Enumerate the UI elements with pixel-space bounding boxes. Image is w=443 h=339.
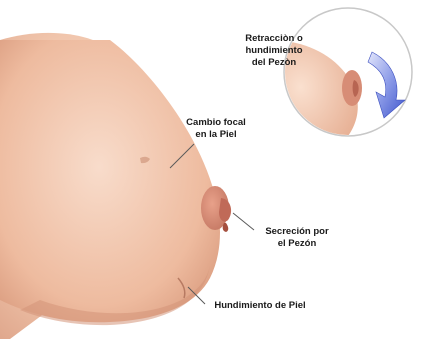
- label-retraction: Retracciòn o hundimiento del Pezòn: [224, 33, 324, 69]
- label-skin-dimpling-line1: Hundimiento de Piel: [200, 300, 320, 312]
- label-retraction-line1: Retracciòn o: [224, 33, 324, 45]
- label-secretion-line2: el Pezón: [252, 238, 342, 250]
- nipple: [219, 198, 231, 222]
- label-focal-change-line2: en la Piel: [170, 129, 262, 141]
- label-focal-change-line1: Cambio focal: [170, 117, 262, 129]
- label-retraction-line3: del Pezòn: [224, 57, 324, 69]
- label-retraction-line2: hundimiento: [224, 45, 324, 57]
- leader-secretion: [233, 213, 254, 230]
- label-skin-dimpling: Hundimiento de Piel: [200, 300, 320, 312]
- label-focal-change: Cambio focal en la Piel: [170, 117, 262, 141]
- label-secretion: Secreción por el Pezón: [252, 226, 342, 250]
- breast-shape: [0, 40, 220, 322]
- secretion-drop: [223, 223, 229, 232]
- inset-areola: [342, 70, 362, 106]
- inset-circle: [270, 5, 420, 145]
- label-secretion-line1: Secreción por: [252, 226, 342, 238]
